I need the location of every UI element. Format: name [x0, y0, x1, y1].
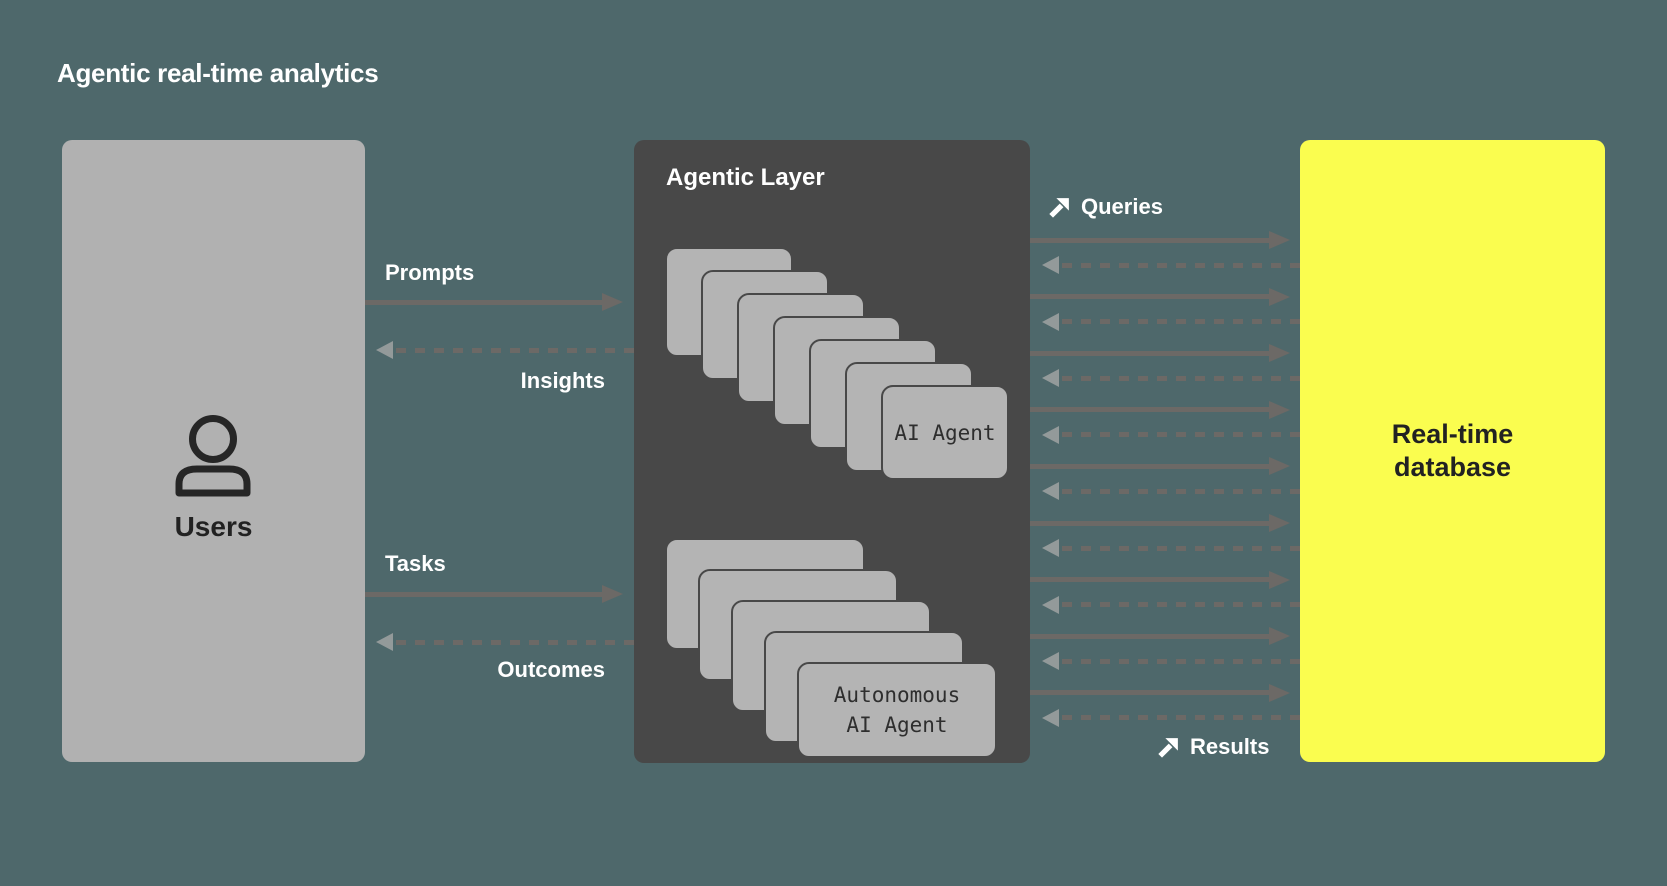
- arrowhead-left: [1042, 256, 1059, 274]
- users-box: [62, 140, 365, 762]
- arrowhead-right: [1269, 400, 1290, 419]
- db-label-line1: Real-time: [1391, 419, 1514, 449]
- prompts-arrow: [365, 293, 623, 311]
- ai-agent-card: AI Agent: [881, 385, 1009, 480]
- result-arrow: [1042, 482, 1300, 501]
- agentic-layer-box: Agentic Layer AI Agent Autonomous AI Agen…: [634, 140, 1030, 763]
- tasks-label: Tasks: [385, 551, 446, 576]
- arrowhead-left: [1042, 652, 1059, 671]
- tasks-arrow: [365, 585, 623, 603]
- northeast-arrow-icon: [1049, 197, 1069, 218]
- diagram-title: Agentic real-time analytics: [57, 58, 379, 88]
- result-arrow: [1042, 708, 1300, 727]
- realtime-database-box: Real-time database: [1300, 140, 1605, 762]
- query-arrow: [1030, 627, 1290, 646]
- arrowhead-right: [1269, 287, 1290, 306]
- arrowhead-left: [376, 633, 393, 651]
- queries-label: Queries: [1047, 194, 1163, 220]
- query-arrow: [1030, 287, 1290, 306]
- agent-card-label: AI Agent: [894, 420, 996, 445]
- query-arrow: [1030, 683, 1290, 702]
- arrowhead-left: [1042, 595, 1059, 614]
- arrowhead-left: [1042, 482, 1059, 501]
- arrowhead-left: [1042, 708, 1059, 727]
- outcomes-arrow: [376, 633, 634, 651]
- result-arrow: [1042, 539, 1300, 557]
- arrowhead-right: [1269, 344, 1290, 363]
- user-icon: [175, 415, 251, 497]
- result-arrow: [1042, 312, 1300, 331]
- arrowhead-right: [1269, 231, 1290, 249]
- arrowhead-left: [376, 341, 393, 359]
- arrowhead-right: [1269, 683, 1290, 702]
- autonomous-ai-agent-card: Autonomous AI Agent: [797, 662, 997, 758]
- prompts-label: Prompts: [385, 260, 475, 285]
- arrowhead-left: [1042, 425, 1059, 444]
- outcomes-label: Outcomes: [497, 657, 605, 682]
- results-label-text: Results: [1190, 734, 1270, 759]
- result-arrow: [1042, 369, 1300, 388]
- result-arrow: [1042, 256, 1300, 274]
- query-arrow: [1030, 570, 1290, 589]
- queries-label-text: Queries: [1081, 194, 1163, 219]
- query-arrow: [1030, 457, 1290, 476]
- query-arrow: [1030, 344, 1290, 363]
- arrowhead-left: [1042, 539, 1059, 557]
- result-arrow: [1042, 652, 1300, 671]
- query-arrow: [1030, 514, 1290, 532]
- realtime-database-label: Real-time database: [1392, 418, 1514, 484]
- users-label: Users: [174, 511, 253, 542]
- arrowhead-right: [1269, 570, 1290, 589]
- insights-label: Insights: [520, 368, 605, 393]
- arrowhead-left: [1042, 369, 1059, 388]
- insights-arrow: [376, 341, 634, 359]
- query-arrow: [1030, 400, 1290, 419]
- agent-card-label: Autonomous: [833, 683, 961, 707]
- arrowhead-right: [1269, 457, 1290, 476]
- agentic-layer-title: Agentic Layer: [666, 164, 825, 191]
- northeast-arrow-icon: [1158, 737, 1178, 758]
- arrowhead-right: [1269, 627, 1290, 646]
- arrowhead-right: [602, 293, 623, 311]
- arrowhead-right: [1269, 514, 1290, 532]
- result-arrow: [1042, 425, 1300, 444]
- arrowhead-right: [602, 585, 623, 603]
- db-label-line2: database: [1393, 452, 1512, 482]
- query-arrow: [1030, 231, 1290, 249]
- result-arrow: [1042, 595, 1300, 614]
- agent-card-label: AI Agent: [846, 713, 948, 737]
- results-label: Results: [1156, 734, 1269, 760]
- arrowhead-left: [1042, 312, 1059, 331]
